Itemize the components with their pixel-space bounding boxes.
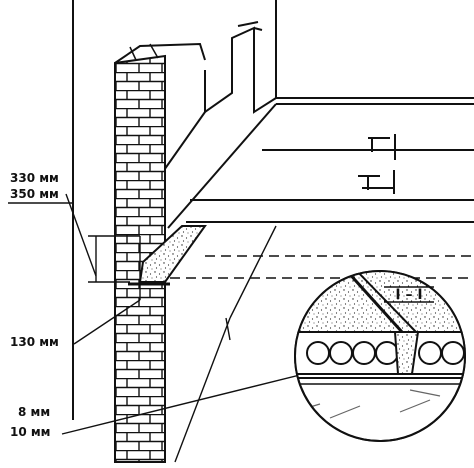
dimension-label-330: 330 мм [10, 171, 59, 185]
dimension-label-8: 8 мм [18, 405, 50, 419]
upper-floor-slab [204, 0, 474, 114]
section-detail-circle: I – I [294, 270, 466, 442]
section-marker-upper [365, 134, 396, 160]
slab-edge [149, 103, 474, 229]
section-marker-lower [358, 170, 395, 194]
dimension-label-10: 10 мм [10, 425, 51, 439]
leader-lines [61, 193, 321, 463]
projection-lines [170, 255, 474, 279]
dimension-label-350: 350 мм [10, 187, 59, 201]
section-label: I – I [395, 287, 422, 303]
dimension-label-130: 130 мм [10, 335, 59, 349]
